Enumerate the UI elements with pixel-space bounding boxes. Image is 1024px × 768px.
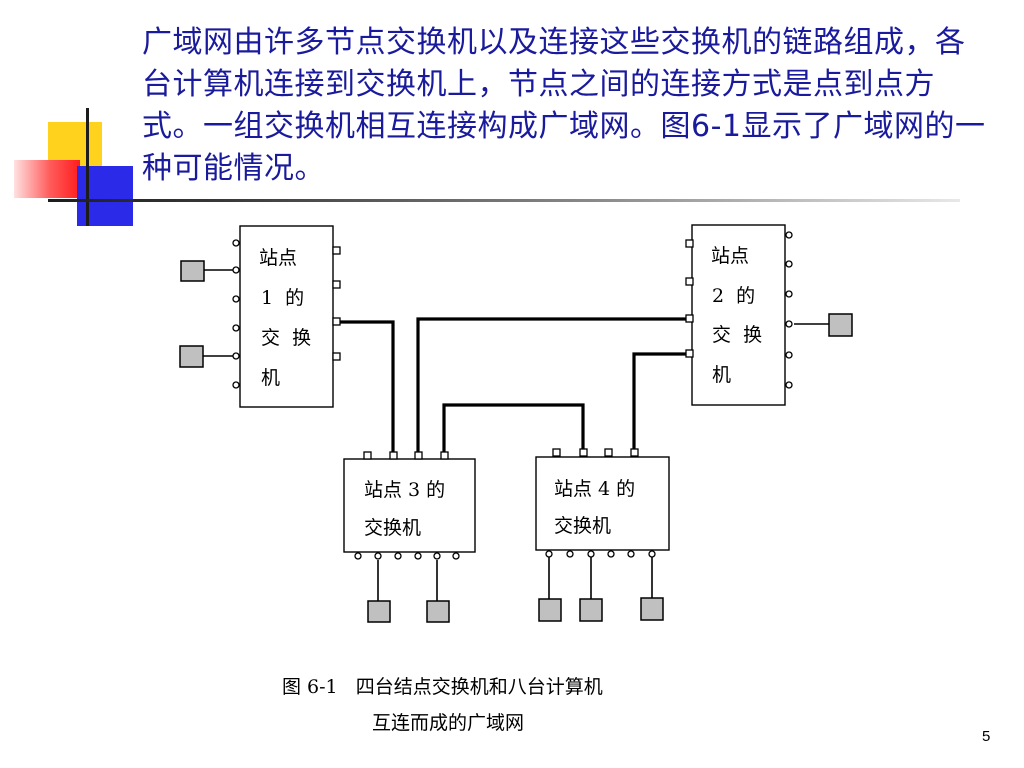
port-square bbox=[685, 314, 694, 323]
port-square bbox=[332, 352, 341, 361]
switch-1-label-line4: 机 bbox=[261, 367, 280, 389]
switch-2-right-ports bbox=[785, 231, 793, 389]
switch-4-box bbox=[535, 456, 670, 551]
port-square bbox=[604, 448, 613, 457]
switch-1-box bbox=[239, 225, 334, 408]
switch-3-bottom-ports bbox=[354, 552, 460, 560]
port-dot bbox=[232, 266, 240, 274]
port-dot bbox=[648, 550, 656, 558]
switch-3-label-line1: 站点 3 的 bbox=[364, 479, 445, 501]
port-dot bbox=[354, 552, 362, 560]
switch-4-label-line1: 站点 4 的 bbox=[554, 478, 635, 500]
port-square bbox=[552, 448, 561, 457]
decorative-red-gradient-bar bbox=[14, 160, 80, 198]
port-square bbox=[685, 239, 694, 248]
port-dot bbox=[232, 381, 240, 389]
computer-3 bbox=[828, 313, 853, 337]
port-dot bbox=[587, 550, 595, 558]
port-dot bbox=[785, 381, 793, 389]
computer-7 bbox=[579, 598, 603, 622]
page-number: 5 bbox=[982, 728, 991, 745]
port-square bbox=[440, 451, 449, 460]
switch-2-box bbox=[691, 224, 786, 406]
switch-4-bottom-ports bbox=[545, 550, 656, 558]
port-dot bbox=[785, 260, 793, 268]
computer-2 bbox=[179, 345, 204, 368]
link-switch3-switch4 bbox=[442, 403, 585, 459]
port-dot bbox=[394, 552, 402, 560]
computer-4 bbox=[367, 600, 391, 623]
port-dot bbox=[627, 550, 635, 558]
link-switch4-switch2 bbox=[632, 352, 686, 459]
decorative-horizontal-rule bbox=[48, 199, 960, 202]
switch-2-label-line4: 机 bbox=[712, 364, 731, 386]
link-switch1-switch3 bbox=[336, 320, 395, 459]
port-square bbox=[332, 246, 341, 255]
port-square bbox=[579, 448, 588, 457]
port-dot bbox=[452, 552, 460, 560]
port-dot bbox=[607, 550, 615, 558]
link-switch3-switch2 bbox=[416, 317, 686, 459]
switch-3-top-ports bbox=[363, 451, 449, 460]
port-dot bbox=[232, 239, 240, 247]
switch-1-right-ports bbox=[332, 246, 341, 361]
port-dot bbox=[785, 290, 793, 298]
switch-3: 站点 3 的 交换机 bbox=[343, 451, 476, 560]
switch-1: 站点 1 的 交 换 机 bbox=[232, 225, 341, 408]
port-square bbox=[332, 280, 341, 289]
switch-4-top-ports bbox=[552, 448, 639, 457]
switch-1-label-line3: 交 换 bbox=[261, 327, 311, 349]
port-dot bbox=[232, 352, 240, 360]
port-square bbox=[389, 451, 398, 460]
switch-2-label-line2: 2 的 bbox=[712, 285, 755, 307]
switch-2: 站点 2 的 交 换 机 bbox=[685, 224, 793, 406]
computer-8 bbox=[640, 597, 664, 621]
intro-paragraph: 广域网由许多节点交换机以及连接这些交换机的链路组成，各台计算机连接到交换机上，节… bbox=[142, 25, 986, 186]
port-dot bbox=[232, 324, 240, 332]
switch-4: 站点 4 的 交换机 bbox=[535, 448, 670, 558]
port-dot bbox=[232, 295, 240, 303]
decorative-vertical-line bbox=[86, 108, 89, 226]
port-dot bbox=[545, 550, 553, 558]
computer-1 bbox=[180, 260, 205, 282]
switch-1-label-line2: 1 的 bbox=[261, 287, 304, 309]
figure-caption-line1: 图 6-1 四台结点交换机和八台计算机 bbox=[282, 676, 603, 698]
switch-2-left-ports bbox=[685, 239, 694, 358]
port-dot bbox=[414, 552, 422, 560]
computer-5 bbox=[426, 600, 450, 623]
port-square bbox=[685, 349, 694, 358]
switch-2-label-line3: 交 换 bbox=[712, 324, 762, 346]
switch-3-box bbox=[343, 458, 476, 553]
port-dot bbox=[374, 552, 382, 560]
port-square bbox=[332, 317, 341, 326]
computer-6 bbox=[538, 598, 562, 622]
port-square bbox=[414, 451, 423, 460]
switch-4-label-line2: 交换机 bbox=[554, 515, 611, 537]
switch-1-left-ports bbox=[232, 239, 240, 389]
switch-3-label-line2: 交换机 bbox=[364, 517, 421, 539]
port-dot bbox=[433, 552, 441, 560]
port-dot bbox=[785, 351, 793, 359]
switch-1-label-line1: 站点 bbox=[259, 247, 297, 269]
port-dot bbox=[566, 550, 574, 558]
port-square bbox=[363, 451, 372, 460]
port-square bbox=[630, 448, 639, 457]
switch-2-label-line1: 站点 bbox=[711, 245, 749, 267]
port-square bbox=[685, 277, 694, 286]
figure-caption-line2: 互连而成的广域网 bbox=[372, 712, 525, 734]
port-dot bbox=[785, 231, 793, 239]
port-dot bbox=[785, 320, 793, 328]
